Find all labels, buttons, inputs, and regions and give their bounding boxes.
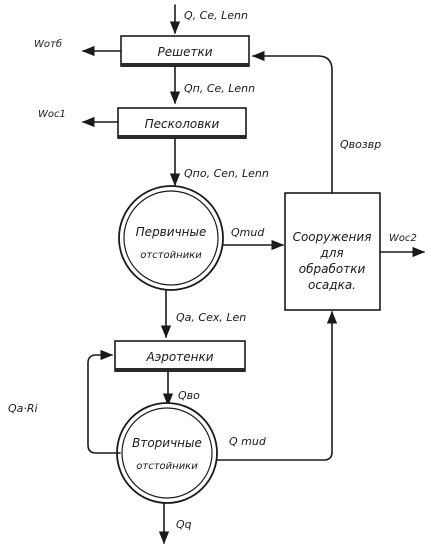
return-flow-arrow <box>251 50 333 194</box>
sand-traps-box: Песколовки <box>117 107 247 139</box>
outlet-label: Qq <box>176 518 192 531</box>
w-sludge-label: Wос2 <box>389 233 417 244</box>
after-primary-label: Qa, Cex, Len <box>176 311 246 324</box>
secondary-label-1: Вторичные <box>132 436 202 450</box>
secondary-label-2: отстойники <box>136 461 198 472</box>
sludge-label-2: для <box>319 246 343 260</box>
return-label: Qвозвр <box>340 138 381 151</box>
inlet-flow-label: Q, Ce, Lenn <box>184 9 248 22</box>
primary-label-1: Первичные <box>136 225 207 239</box>
sludge-label-4: осадка. <box>308 278 356 292</box>
primary-clarifier: Первичные отстойники <box>118 185 224 291</box>
w-screens-label: Wотб <box>34 38 62 50</box>
recycle-label: Qa·Ri <box>8 402 38 415</box>
sludge-label-3: обработки <box>299 262 366 276</box>
aeration-tanks-box: Аэротенки <box>114 340 246 372</box>
primary-label-2: отстойники <box>140 250 202 261</box>
mud-secondary-label: Q mud <box>229 435 267 448</box>
after-sand-label: Qпо, Cen, Lenn <box>184 167 269 180</box>
sludge-label-1: Сооружения <box>293 230 372 244</box>
mud-primary-label: Qmud <box>231 226 265 239</box>
recycle-arrow <box>87 349 121 454</box>
aeration-label: Аэротенки <box>145 350 213 364</box>
after-screens-label: Qп, Ce, Lenn <box>184 82 255 95</box>
screens-box: Решетки <box>120 35 250 67</box>
sand-traps-label: Песколовки <box>145 117 220 131</box>
secondary-mud-arrow <box>216 310 338 461</box>
screens-label: Решетки <box>157 45 212 59</box>
secondary-clarifier: Вторичные отстойники <box>116 402 218 504</box>
w-sand-label: Wос1 <box>38 109 66 120</box>
after-aeration-label: Qво <box>178 389 200 402</box>
sludge-treatment-box: Сооружения для обработки осадка. <box>284 192 381 311</box>
